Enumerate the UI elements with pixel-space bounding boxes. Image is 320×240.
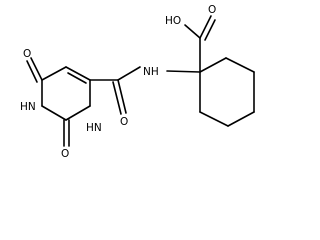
cyclohexane-ring [199,57,255,127]
atom-label-amide-nh: NH [143,66,159,78]
atom-label-ring-hn-upper: HN [20,101,36,113]
bond-camide-nh [117,66,141,81]
atom-label-amide-o: O [120,116,128,128]
bond-cy-5-6 [199,111,229,127]
bond-ccooh-oh [184,24,201,39]
atom-label-ring-o-bottom: O [61,148,69,160]
bond-ccooh-o-2 [204,19,216,41]
bond-nh-c1 [166,70,201,73]
chemical-structure-diagram: HO O NH O O HN HN O [20,4,255,160]
bond-n3-c2 [65,105,91,121]
atom-label-ring-hn-lower: HN [86,122,102,134]
bond-c5-c4 [65,66,91,81]
atom-label-ring-o-top: O [23,48,31,60]
bond-c2-n1 [41,105,67,121]
atom-label-ho: HO [165,15,181,27]
bond-c6-c5 [41,66,67,81]
bond-camide-o-2 [112,81,122,115]
pyrimidine-ring [41,66,91,121]
bond-c6-o-top-2 [26,60,38,83]
bond-cy-4-5 [227,111,255,127]
bond-ccooh-o-1 [199,15,212,39]
bond-c5-c4-inner [67,72,87,84]
bond-camide-o-1 [117,79,127,114]
atom-label-carboxyl-o: O [208,4,216,16]
bond-cy-2-3 [225,57,255,73]
bond-c6-o-top-1 [30,57,43,81]
bond-cy-1-2 [199,57,227,73]
